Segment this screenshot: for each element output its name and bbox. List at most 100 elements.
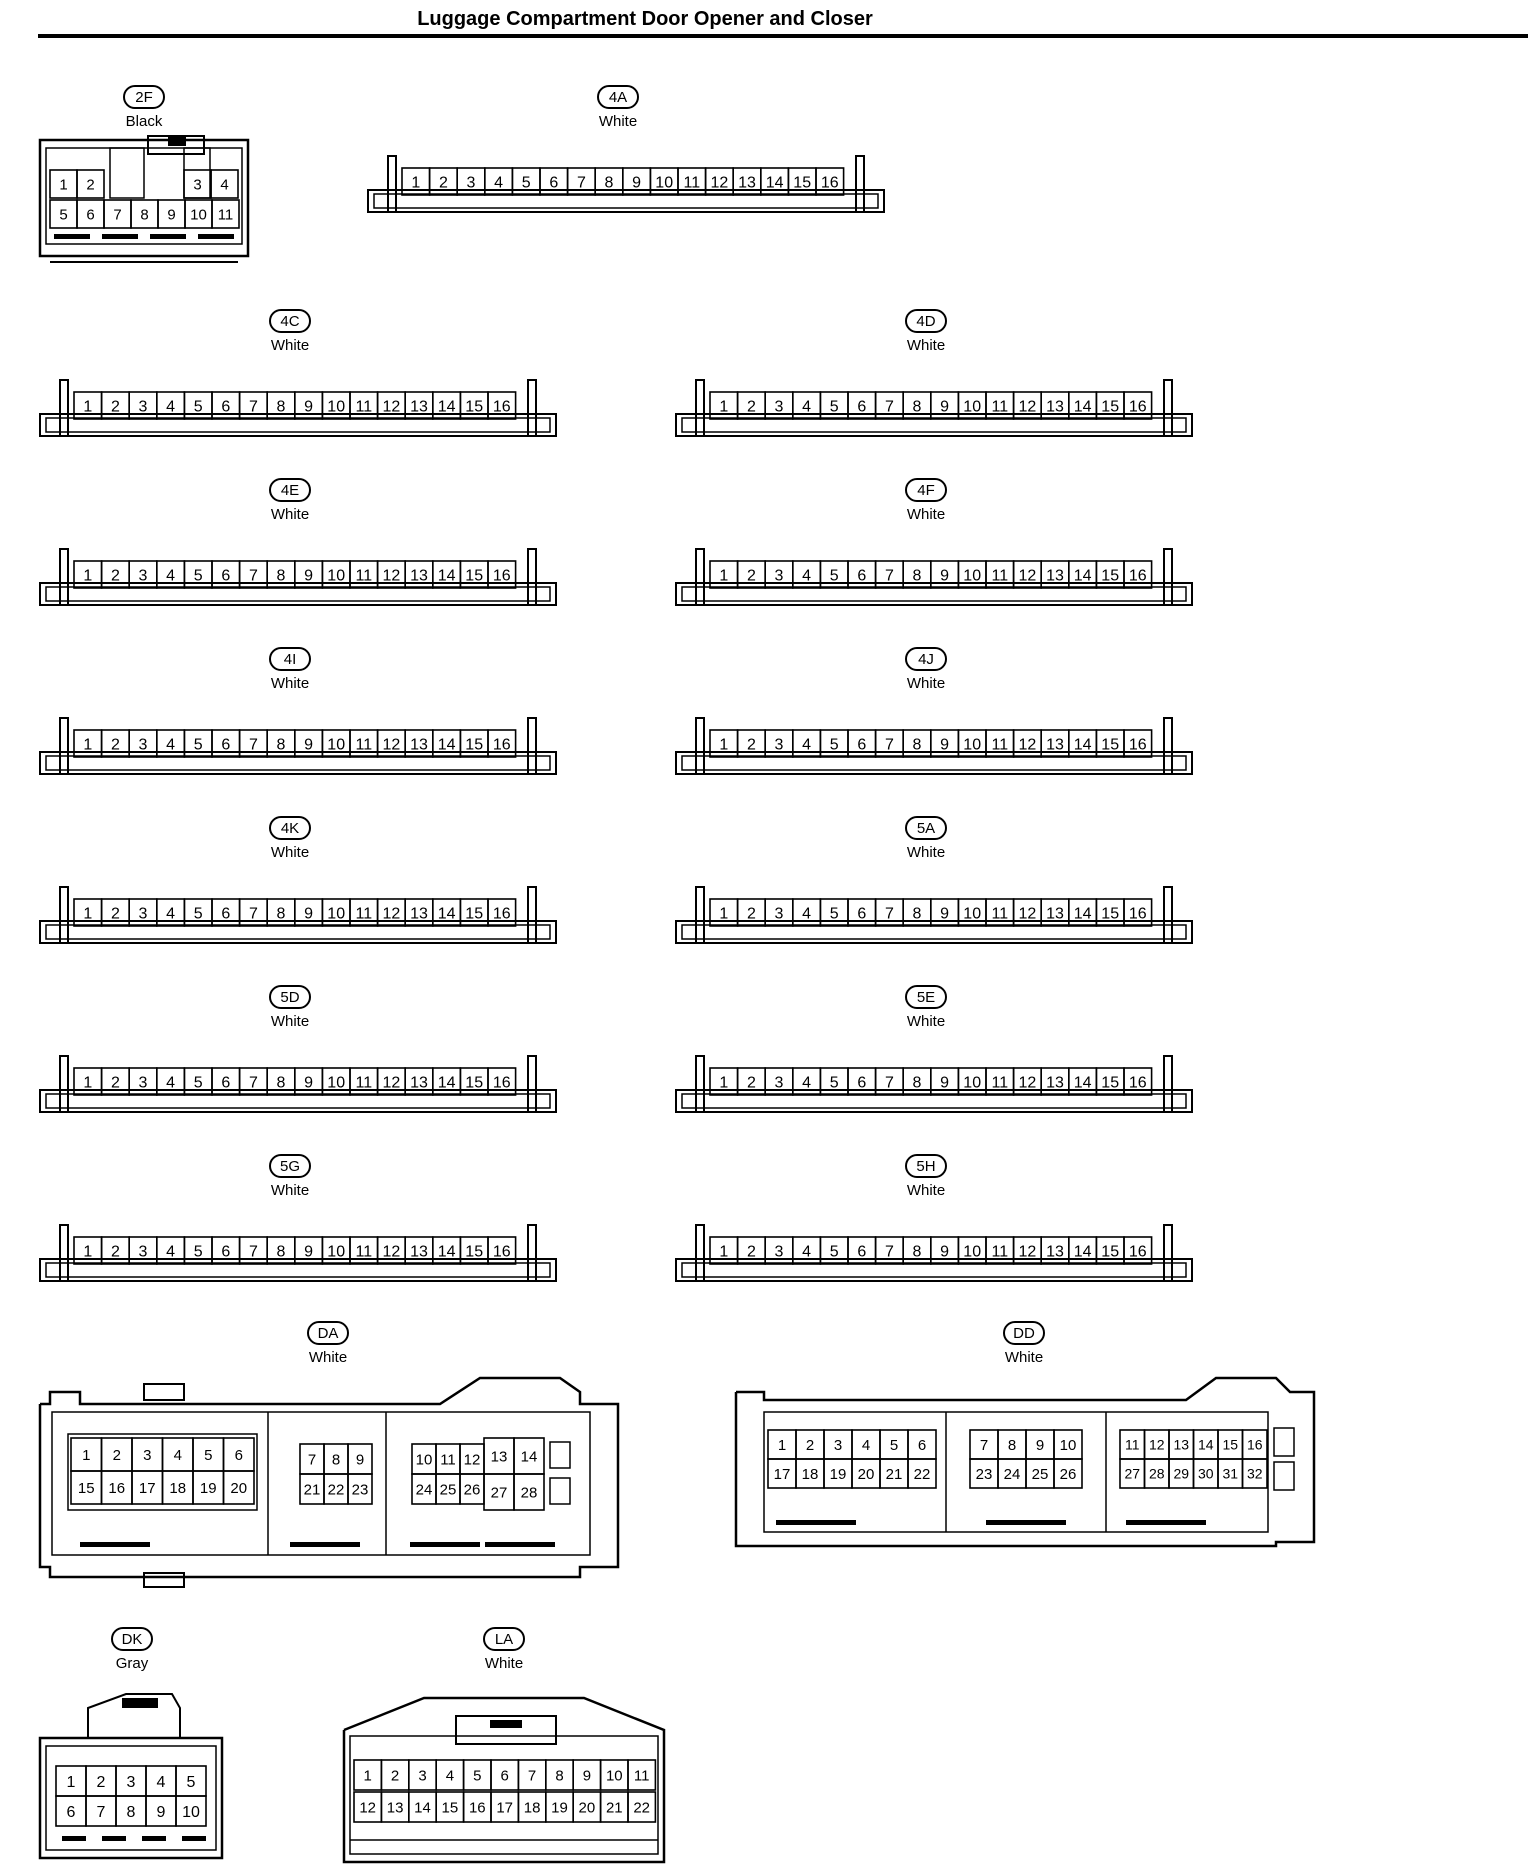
pin-number: 5: [830, 1243, 839, 1260]
housing-outline: [681, 417, 1187, 433]
pin-number: 1: [83, 567, 92, 584]
pin-number: 13: [387, 1799, 404, 1816]
pin-number: 14: [1074, 736, 1092, 753]
pin-block: [67, 1433, 258, 1511]
pin-number: 16: [493, 1074, 511, 1091]
pin-number: 11: [634, 1767, 650, 1784]
pin-number: 21: [304, 1481, 321, 1498]
pin-number: 1: [719, 905, 728, 922]
pin-number: 11: [355, 1243, 372, 1260]
pin-number: 10: [1060, 1437, 1077, 1454]
pin-number: 6: [86, 206, 94, 223]
pin-number: 2: [113, 1447, 121, 1464]
pin-number: 8: [277, 567, 286, 584]
connector-id-badge: [307, 1321, 349, 1345]
pin-number: 5: [194, 905, 203, 922]
housing-outline: [527, 717, 537, 775]
pin-number: 9: [940, 398, 949, 415]
pin-number: 9: [304, 905, 313, 922]
pin-number: 4: [220, 176, 228, 193]
latch-bar: [290, 1542, 360, 1547]
pin-cell: [210, 169, 239, 199]
pin-number: 10: [963, 398, 981, 415]
pin-number: 7: [249, 736, 258, 753]
pin-number: 11: [218, 206, 234, 223]
connector-id-badge: [905, 647, 947, 671]
pin-number: 9: [167, 206, 175, 223]
pin-number: 7: [885, 398, 894, 415]
housing-outline: [45, 1093, 551, 1109]
pin-cell: [1123, 729, 1153, 758]
pin-number: 7: [249, 1074, 258, 1091]
connector-id-badge: [905, 309, 947, 333]
pin-number: 19: [830, 1466, 847, 1483]
latch-bar: [1126, 1520, 1206, 1525]
housing-outline: [45, 924, 551, 940]
pin-number: 12: [1019, 567, 1037, 584]
pin-number: 8: [277, 736, 286, 753]
housing-outline: [109, 147, 145, 199]
pin-number: 16: [1129, 736, 1147, 753]
pin-number: 17: [496, 1799, 513, 1816]
pin-number: 11: [991, 567, 1008, 584]
side-key: [1273, 1461, 1295, 1491]
pin-number: 10: [963, 567, 981, 584]
connector-id: 4C: [280, 313, 299, 330]
housing-outline: [734, 1376, 1316, 1548]
pin-number: 2: [86, 176, 94, 193]
pin-number: 5: [204, 1447, 212, 1464]
pin-number: 1: [83, 1074, 92, 1091]
connector-id: 5H: [916, 1158, 935, 1175]
pin-number: 12: [359, 1799, 376, 1816]
pin-number: 6: [221, 905, 230, 922]
pin-number: 16: [1129, 1243, 1147, 1260]
pin-number: 10: [327, 905, 345, 922]
pin-number: 6: [857, 398, 866, 415]
housing-outline: [59, 379, 69, 437]
pin-number: 4: [802, 567, 811, 584]
pin-cell: [211, 199, 240, 229]
pin-number: 14: [438, 905, 456, 922]
pin-cell: [76, 169, 105, 199]
pin-number: 15: [1101, 736, 1119, 753]
pin-number: 5: [890, 1437, 898, 1454]
page-title: Luggage Compartment Door Opener and Clos…: [417, 8, 873, 30]
housing-outline: [527, 1055, 537, 1113]
pin-number: 20: [230, 1480, 247, 1497]
connector-id-badge: [269, 478, 311, 502]
connector-id: 4F: [917, 482, 935, 499]
pin-number: 15: [1222, 1437, 1238, 1453]
pin-number: 16: [493, 736, 511, 753]
latch-bar: [80, 1542, 150, 1547]
pin-number: 13: [1046, 1243, 1064, 1260]
pin-number: 2: [111, 1074, 120, 1091]
housing-outline: [681, 1262, 1187, 1278]
pin-number: 11: [991, 905, 1008, 922]
pin-number: 18: [802, 1466, 819, 1483]
pin-number: 21: [606, 1799, 623, 1816]
pin-number: 4: [802, 905, 811, 922]
pin-number: 2: [111, 567, 120, 584]
pin-number: 7: [249, 1243, 258, 1260]
pin-number: 7: [885, 1243, 894, 1260]
pin-number: 1: [82, 1447, 90, 1464]
pin-number: 5: [194, 398, 203, 415]
pin-number: 3: [834, 1437, 842, 1454]
pin-number: 16: [1129, 567, 1147, 584]
connector-color: White: [907, 1182, 945, 1199]
pin-number: 3: [139, 1243, 148, 1260]
pin-number: 2: [747, 567, 756, 584]
housing-outline: [681, 924, 1187, 940]
pin-number: 4: [494, 174, 503, 191]
connector-id-badge: [1003, 1321, 1045, 1345]
connector-color: White: [907, 1013, 945, 1030]
housing-outline: [45, 1262, 551, 1278]
pin-number: 3: [139, 736, 148, 753]
pin-number: 5: [473, 1767, 481, 1784]
pin-number: 10: [327, 736, 345, 753]
